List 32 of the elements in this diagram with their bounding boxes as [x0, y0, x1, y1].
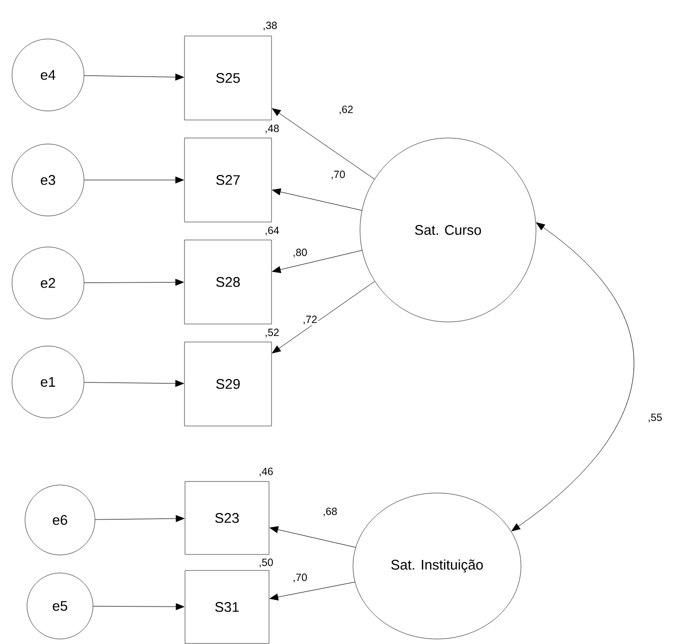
- arrow: [270, 582, 356, 600]
- arrow: [272, 250, 362, 274]
- arrow: [84, 278, 184, 286]
- edge-label: ,80: [292, 248, 308, 258]
- arrow: [270, 526, 356, 548]
- edge-label: ,68: [322, 506, 338, 518]
- indicator-box: S23: [184, 481, 270, 555]
- indicator-box: S28: [184, 240, 272, 324]
- arrow: [272, 188, 362, 211]
- arrow: [84, 176, 184, 184]
- arrow: [512, 222, 634, 532]
- arrow: [94, 515, 184, 522]
- arrow: [272, 108, 375, 180]
- value-label: ,38: [264, 22, 277, 30]
- edge-label: ,70: [292, 572, 308, 584]
- value-label: ,46: [260, 468, 273, 476]
- value-label: ,48: [266, 124, 279, 134]
- indicator-box: S31: [184, 570, 270, 644]
- indicator-box: S25: [184, 36, 272, 120]
- arrow: [92, 603, 184, 610]
- value-label: ,52: [266, 328, 279, 338]
- edge-label: ,72: [302, 314, 318, 326]
- edge-label: ,62: [338, 104, 354, 116]
- indicator-box: S27: [184, 138, 272, 222]
- value-label: ,64: [266, 226, 279, 236]
- arrow: [84, 74, 184, 81]
- edge-label: ,55: [646, 412, 664, 424]
- arrow: [84, 380, 184, 387]
- arrow: [272, 281, 375, 354]
- indicator-box: S29: [184, 342, 272, 426]
- edge-label: ,70: [330, 170, 346, 180]
- value-label: ,50: [260, 558, 273, 568]
